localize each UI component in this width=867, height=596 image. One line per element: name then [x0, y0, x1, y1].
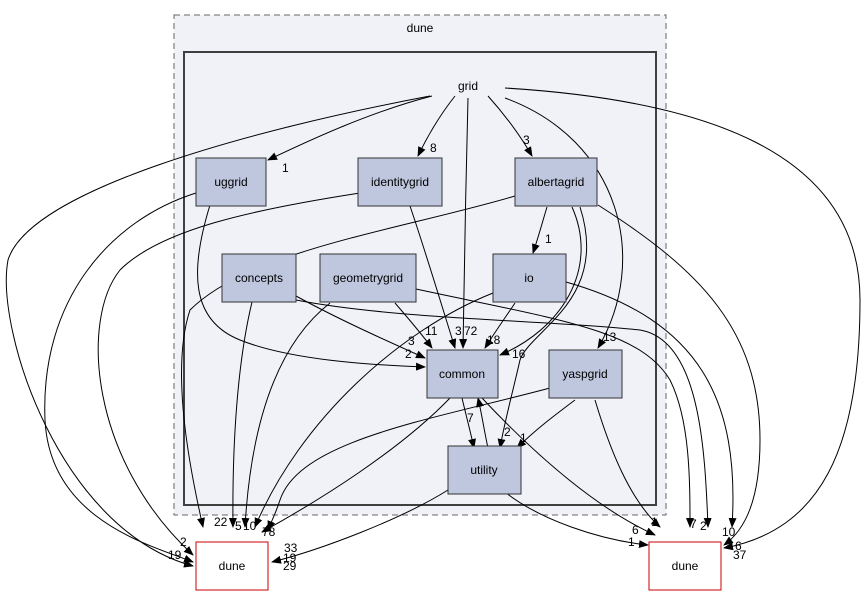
label-grid-albertagrid: 3: [523, 133, 530, 147]
label-grid-duneright: 37: [733, 548, 747, 562]
node-dune-left[interactable]: dune: [195, 541, 269, 591]
node-io[interactable]: io: [492, 253, 567, 303]
edge-grid-albertagrid: [487, 95, 533, 157]
edge-yaspgrid-duneright: [594, 399, 661, 528]
edge-grid-yaspgrid: [504, 97, 624, 349]
edge-io-duneleft: [254, 292, 494, 528]
edge-geometrygrid-common: [394, 302, 433, 349]
edge-grid-duneright: [504, 87, 861, 551]
edge-uggrid-duneleft: [44, 192, 197, 563]
edge-utility-duneright: [504, 491, 649, 549]
label-albertagrid-common: 16: [512, 347, 526, 361]
label-io-duneright: 10: [722, 525, 736, 539]
label-geometrygrid-duneright: 7: [690, 517, 697, 531]
node-dune-right-label[interactable]: dune: [672, 559, 699, 573]
cluster-grid-label[interactable]: grid: [458, 79, 478, 93]
label-common-duneleft-a: 10: [243, 519, 257, 533]
edge-grid-uggrid: [267, 95, 433, 161]
node-common[interactable]: common: [426, 349, 499, 399]
label-grid-common: 72: [464, 324, 478, 338]
edge-common-duneleft: [261, 397, 451, 533]
label-common-utility: 7: [467, 411, 474, 425]
label-concepts-common: 3: [408, 334, 415, 348]
edge-yaspgrid-duneleft: [267, 387, 551, 531]
label-albertagrid-duneright: 6: [735, 539, 742, 553]
node-albertagrid-label[interactable]: albertagrid: [528, 175, 585, 189]
label-grid-duneleft-a: 2: [180, 535, 187, 549]
label-io-duneleft: 2: [405, 347, 412, 361]
edge-albertagrid-common: [499, 206, 582, 356]
label-common-duneleft-b: 78: [262, 525, 276, 539]
edges: [5, 87, 861, 568]
node-yaspgrid-label[interactable]: yaspgrid: [562, 367, 607, 381]
edge-uggrid-common: [197, 204, 426, 371]
label-utility-duneleft-a: 33: [284, 541, 298, 555]
edge-albertagrid-duneleft: [181, 195, 516, 528]
edge-utility-common: [476, 397, 489, 449]
edge-concepts-common: [295, 295, 426, 359]
edge-common-duneright: [481, 397, 656, 536]
node-identitygrid[interactable]: identitygrid: [357, 157, 443, 207]
label-grid-identitygrid: 8: [430, 141, 437, 155]
edge-utility-duneleft: [271, 489, 449, 564]
label-yaspgrid-duneright: 1: [651, 515, 658, 529]
edge-concepts-duneright: [295, 299, 712, 528]
node-utility-label[interactable]: utility: [470, 463, 497, 477]
edge-albertagrid-utility: [497, 206, 588, 449]
label-common-duneright-a: 6: [632, 523, 639, 537]
edge-albertagrid-io: [532, 206, 548, 254]
node-io-label[interactable]: io: [524, 271, 534, 285]
node-concepts[interactable]: concepts: [221, 253, 297, 303]
edge-identitygrid-duneleft: [97, 192, 361, 556]
label-concepts-duneleft: 22: [214, 515, 228, 529]
node-geometrygrid[interactable]: geometrygrid: [319, 253, 417, 303]
label-geometrygrid-duneleft: 5: [235, 519, 242, 533]
label-geometrygrid-common: 11: [425, 324, 438, 338]
node-geometrygrid-label[interactable]: geometrygrid: [333, 271, 403, 285]
label-yaspgrid-utility: 1: [520, 431, 527, 445]
label-io-common: 18: [487, 333, 501, 347]
node-yaspgrid[interactable]: yaspgrid: [548, 349, 623, 399]
node-common-label[interactable]: common: [439, 367, 485, 381]
node-utility[interactable]: utility: [447, 445, 522, 495]
node-concepts-label[interactable]: concepts: [235, 271, 283, 285]
label-utility-duneleft-b: 19: [283, 551, 297, 565]
node-identitygrid-label[interactable]: identitygrid: [371, 175, 429, 189]
label-grid-uggrid: 1: [282, 161, 289, 175]
label-common-yaspgrid: 13: [603, 330, 617, 344]
edge-geometrygrid-duneleft: [241, 302, 331, 528]
edge-albertagrid-duneright: [597, 204, 761, 546]
edge-io-duneright: [565, 281, 737, 528]
label-common-duneright-b: 1: [628, 535, 635, 549]
edge-grid-identitygrid: [417, 95, 456, 157]
edge-yaspgrid-utility: [516, 399, 576, 449]
node-dune-left-label[interactable]: dune: [219, 559, 246, 573]
node-uggrid[interactable]: uggrid: [195, 157, 267, 207]
edge-geometrygrid-duneright: [415, 288, 694, 528]
node-uggrid-label[interactable]: uggrid: [214, 175, 247, 189]
edge-grid-duneleft: [5, 95, 431, 568]
edge-common-utility: [461, 397, 476, 449]
label-identitygrid-common: 3: [455, 324, 462, 338]
node-dune-right[interactable]: dune: [648, 541, 722, 591]
edge-labels: 1 8 3 1 18 16 13 11 3 72 3 7 2 1 2 22 5 …: [168, 133, 747, 573]
label-albertagrid-io: 1: [545, 232, 552, 246]
label-utility-common: 2: [504, 425, 511, 439]
label-grid-duneleft-b: 19: [168, 548, 182, 562]
label-concepts-duneright: 2: [700, 519, 707, 533]
node-albertagrid[interactable]: albertagrid: [514, 157, 598, 207]
cluster-dune-label: dune: [407, 21, 434, 35]
edge-concepts-duneleft: [228, 301, 253, 528]
label-utility-duneleft-c: 29: [283, 559, 297, 573]
edge-io-common: [484, 302, 516, 349]
